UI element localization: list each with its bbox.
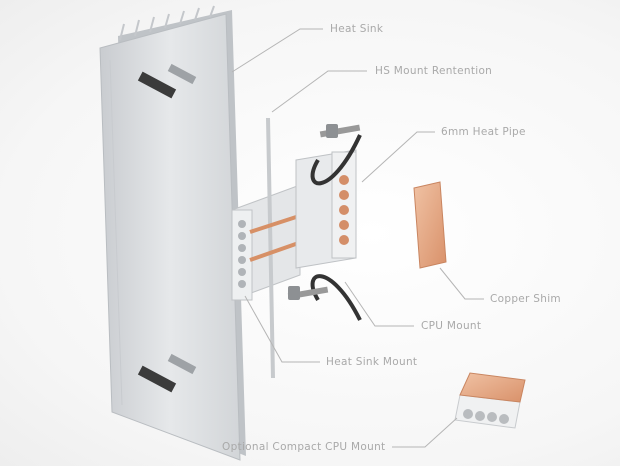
label-hs-mount-retention: HS Mount Rentention [375,65,493,77]
label-heat-sink-mount: Heat Sink Mount [326,356,418,368]
label-cpu-mount: CPU Mount [421,320,482,332]
optional-compact-cpu-mount [454,372,526,429]
label-heat-pipe: 6mm Heat Pipe [441,126,526,138]
leader-lines [231,28,484,448]
heat-sink [99,5,246,461]
label-optional-compact-cpu-mount: Optional Compact CPU Mount [222,441,386,453]
heat-sink-mount [231,184,301,301]
copper-shim [413,181,447,269]
label-heat-sink: Heat Sink [330,23,384,35]
hs-mount-retention-rod [266,117,275,379]
label-copper-shim: Copper Shim [490,293,561,305]
cpu-mount [287,124,362,321]
